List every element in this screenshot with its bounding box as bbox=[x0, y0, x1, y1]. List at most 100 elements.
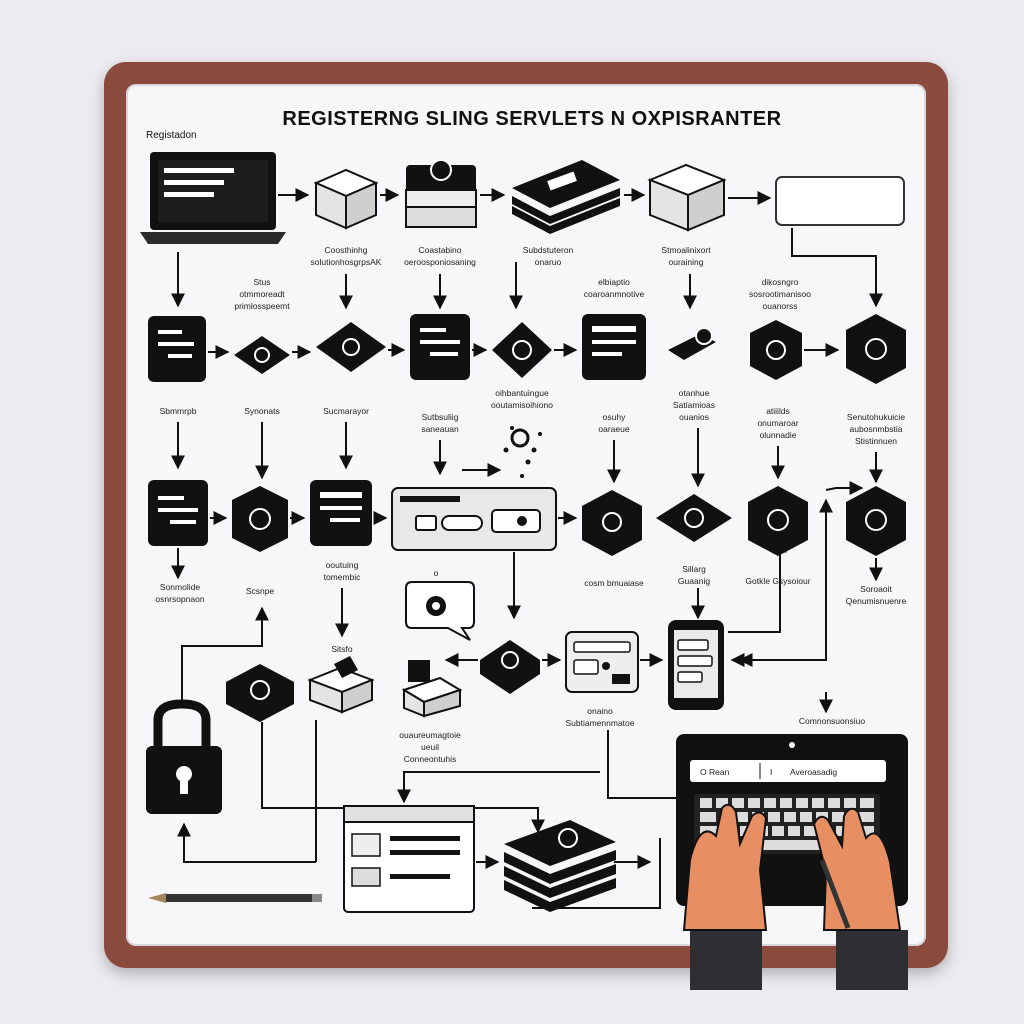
label-6a: elbiaptio bbox=[598, 277, 630, 287]
card-stack-icon bbox=[512, 160, 620, 234]
label-10b: ooutamisoihiono bbox=[491, 400, 553, 410]
label-9b: saneauan bbox=[421, 424, 459, 434]
label-2a: Coastabino bbox=[418, 245, 461, 255]
hex-node-r2-1 bbox=[750, 320, 802, 380]
svg-text:o: o bbox=[434, 568, 439, 578]
label-4b: ouraining bbox=[669, 257, 704, 267]
label-8a: Sbmmrpb bbox=[160, 406, 197, 416]
label-12c: ouanios bbox=[679, 412, 709, 422]
tape-icon bbox=[668, 327, 716, 360]
hex-node-r4-1 bbox=[226, 664, 294, 722]
doc-node-r2-1 bbox=[148, 316, 206, 382]
smartphone-icon bbox=[668, 620, 724, 710]
hex-node-r3-1 bbox=[232, 486, 288, 552]
label-13b: onumaroar bbox=[757, 418, 798, 428]
label-11a: osuhy bbox=[603, 412, 626, 422]
diamond-node-r2-3 bbox=[492, 322, 552, 378]
laptop-screen-text-3: Averoasadig bbox=[790, 767, 837, 777]
label-3a: Subdstuteron bbox=[523, 245, 574, 255]
label-1a: Coosthinhg bbox=[324, 245, 367, 255]
server-stack-icon-1 bbox=[313, 168, 379, 230]
speech-bubble-icon: o bbox=[405, 568, 475, 641]
label-21a: Soroaoit bbox=[860, 584, 892, 594]
label-19b: Guaanig bbox=[678, 576, 710, 586]
label-5b: otmmoreadt bbox=[239, 289, 285, 299]
label-16: Scsnpe bbox=[246, 586, 275, 596]
label-23a: onaino bbox=[587, 706, 613, 716]
row1-down-arrows bbox=[171, 228, 883, 310]
hex-node-r3-2 bbox=[582, 490, 642, 556]
label-17b: tomembic bbox=[324, 572, 362, 582]
label-8b: Synonats bbox=[244, 406, 279, 416]
label-11b: oaraeue bbox=[598, 424, 629, 434]
card-stack-icon-2 bbox=[504, 820, 616, 912]
label-24a: ouaureumagtoie bbox=[399, 730, 461, 740]
label-14a: Senutohukuicie bbox=[847, 412, 905, 422]
label-2b: oeroosponiosaning bbox=[404, 257, 476, 267]
browser-window-icon bbox=[343, 805, 475, 913]
row2-arrows bbox=[208, 343, 840, 359]
diamond-node-r3-1 bbox=[656, 494, 732, 542]
server-stack-icon-2 bbox=[405, 159, 477, 228]
label-17a: ooutuing bbox=[326, 560, 359, 570]
label-24b: ueuil bbox=[421, 742, 439, 752]
row3-down-arrows bbox=[171, 498, 883, 700]
label-15b: osnrsopnaon bbox=[155, 594, 204, 604]
server-box-icon-2 bbox=[307, 656, 375, 714]
label-21b: Qenumisnuenre bbox=[846, 596, 907, 606]
typing-hands bbox=[682, 803, 908, 990]
label-25: Comnonsuonsiuo bbox=[799, 716, 865, 726]
doc-node-r3-1 bbox=[148, 480, 208, 546]
row2-down-arrows bbox=[171, 422, 883, 488]
hex-node-r2-2 bbox=[846, 314, 906, 384]
padlock-icon bbox=[146, 699, 222, 814]
diamond-node-r4-1 bbox=[480, 640, 540, 694]
laptop-screen-text-2: I bbox=[770, 767, 772, 777]
label-9a: Sutbsuliig bbox=[422, 412, 459, 422]
pencil-icon bbox=[148, 893, 322, 903]
label-5a: Stus bbox=[253, 277, 270, 287]
label-24c: Conneontuhis bbox=[404, 754, 456, 764]
label-13a: atiiilds bbox=[766, 406, 790, 416]
laptop-screen-text-1: O Rean bbox=[700, 767, 730, 777]
hex-node-r3-4 bbox=[846, 486, 906, 556]
doc-node-r2-3 bbox=[582, 314, 646, 380]
label-4a: Stmoalinixort bbox=[661, 245, 711, 255]
hex-node-r3-3 bbox=[748, 486, 808, 556]
label-7c: ouanorss bbox=[763, 301, 798, 311]
label-1b: solutionhosgrpsAK bbox=[311, 257, 382, 267]
open-box-icon bbox=[401, 660, 463, 718]
diamond-node-r2-1 bbox=[234, 336, 290, 374]
label-10a: oihbantuingue bbox=[495, 388, 549, 398]
doc-node-r2-2 bbox=[410, 314, 470, 380]
label-7b: sosrootimanisoo bbox=[749, 289, 811, 299]
doc-node-r3-2 bbox=[310, 480, 372, 546]
section-label: Registadon bbox=[146, 130, 197, 141]
laptop-icon bbox=[140, 152, 286, 244]
label-12b: Satiamioas bbox=[673, 400, 715, 410]
form-panel-box bbox=[565, 631, 639, 693]
label-6b: coaroanmnotive bbox=[584, 289, 645, 299]
label-15a: Sonmolide bbox=[160, 582, 200, 592]
label-23b: Subtiamennmatoe bbox=[566, 718, 635, 728]
label-18a: cosm bmuaiase bbox=[584, 578, 644, 588]
label-5c: primlosspeemt bbox=[234, 301, 290, 311]
label-3b: onaruo bbox=[535, 257, 562, 267]
output-box bbox=[775, 176, 905, 226]
label-19a: Sillarg bbox=[682, 564, 706, 574]
diamond-node-r2-2 bbox=[316, 322, 386, 372]
row1-arrows bbox=[278, 188, 772, 205]
label-12a: otanhue bbox=[679, 388, 710, 398]
label-8c: Sucmarayor bbox=[323, 406, 369, 416]
label-14b: aubosnmbstia bbox=[850, 424, 903, 434]
control-panel-box bbox=[391, 487, 557, 551]
diagram-title: REGISTERNG SLING SERVLETS N OXPISRANTER bbox=[282, 108, 781, 130]
label-14c: Stistinnuen bbox=[855, 436, 897, 446]
label-7a: dikosngro bbox=[762, 277, 799, 287]
label-13c: olunnadie bbox=[760, 430, 797, 440]
gear-cluster-icon bbox=[503, 426, 542, 478]
server-box-icon bbox=[647, 163, 727, 232]
label-22: Sitsfo bbox=[331, 644, 353, 654]
label-20: Gotkle Gsysoiour bbox=[745, 576, 810, 586]
